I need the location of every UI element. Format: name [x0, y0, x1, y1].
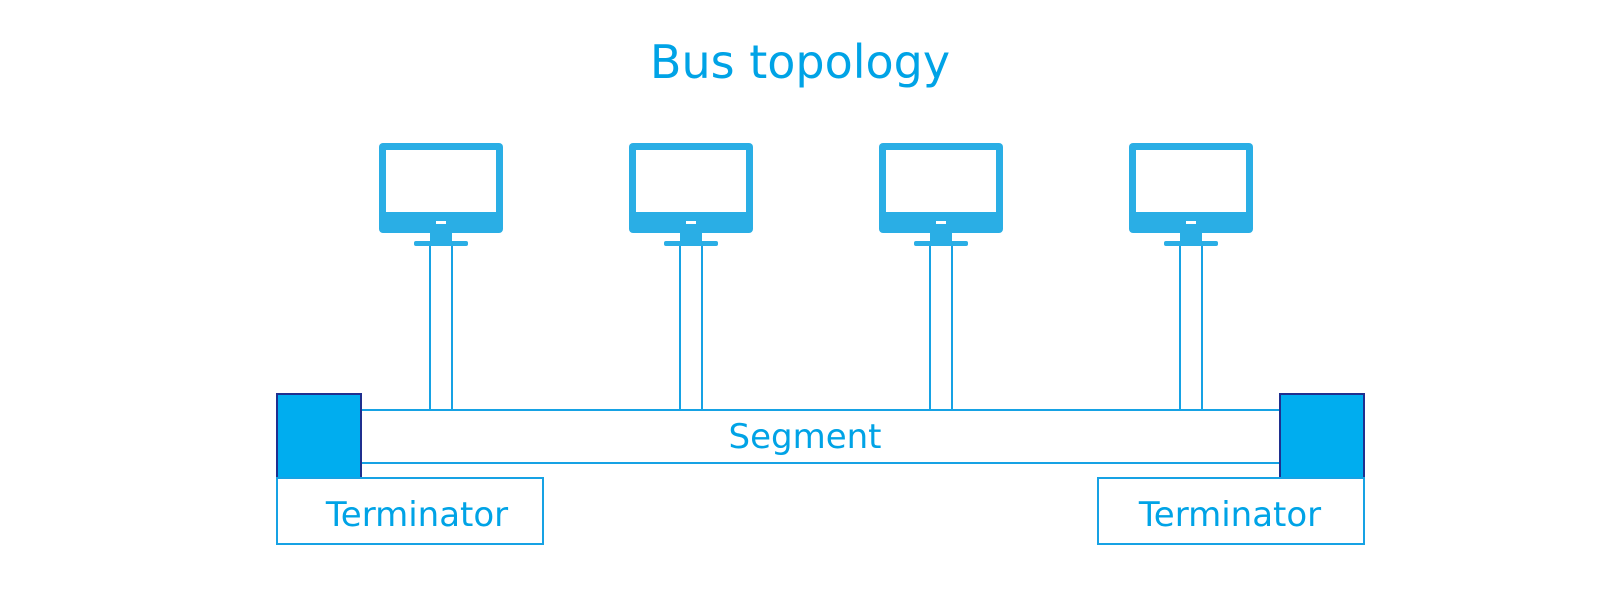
monitor-icon — [379, 143, 503, 246]
terminator-label-box — [1097, 477, 1365, 545]
monitor-icon — [879, 143, 1003, 246]
computer-node — [379, 143, 503, 410]
diagram-title: Bus topology — [650, 35, 950, 89]
computer-node — [1129, 143, 1253, 410]
terminator-block-icon — [276, 393, 362, 479]
terminator-label-box — [276, 477, 544, 545]
monitor-icon — [1129, 143, 1253, 246]
computer-node — [879, 143, 1003, 410]
terminator-right: Terminator — [1097, 393, 1365, 545]
terminator-label: Terminator — [325, 495, 508, 535]
bus-segment: Segment — [360, 409, 1280, 464]
terminator-block-icon — [1279, 393, 1365, 479]
computers — [379, 143, 1253, 410]
terminator-left: Terminator — [276, 393, 544, 545]
segment-label: Segment — [729, 417, 882, 457]
terminator-label: Terminator — [1138, 495, 1321, 535]
computer-node — [629, 143, 753, 410]
monitor-icon — [629, 143, 753, 246]
